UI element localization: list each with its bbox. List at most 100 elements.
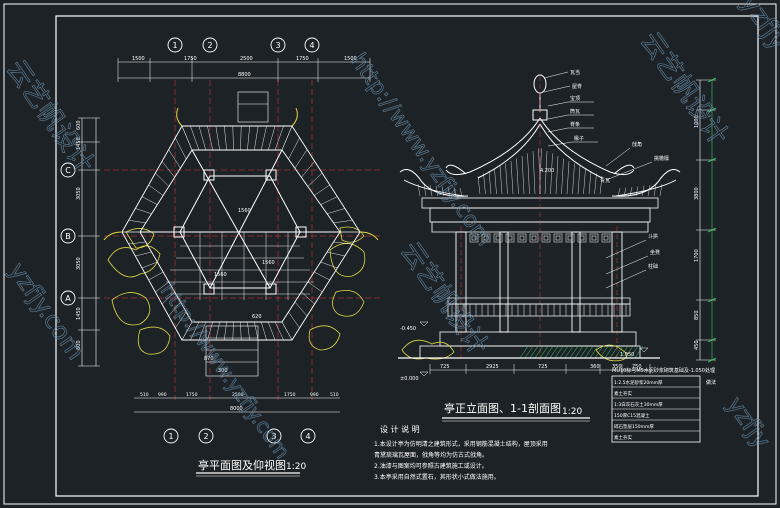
plan-dim-bottom-2-value: 8000 bbox=[230, 406, 243, 412]
elevation-level-mark: ±0.000 bbox=[400, 376, 419, 382]
notes-item: 2.油漆与图案均可参照古建筑施工或设计。 bbox=[374, 462, 488, 470]
watermark-short-right: yzfjy bbox=[734, 0, 780, 56]
watermark-brand-right: 云艺帆设计 bbox=[634, 27, 733, 151]
plan-dim-bottom-1-value: 990 bbox=[158, 392, 167, 398]
legend-row-text: 素土夯实 bbox=[614, 390, 632, 397]
watermark-layer: 云艺帆设计 http://www.yzfjy.com 云艺帆设计 云艺帆设计 y… bbox=[0, 0, 780, 463]
elevation-dim-bottom-value: 2925 bbox=[486, 364, 499, 370]
plan-label: 300 bbox=[218, 368, 228, 374]
plan-axis-top-2-label: 2 bbox=[207, 41, 212, 50]
plan-axis-letter-C-circle bbox=[60, 162, 76, 178]
plan-dim-bottom-1-value: 1750 bbox=[186, 392, 198, 398]
elevation-callout: 宝顶 bbox=[570, 95, 580, 102]
plan-axis-bottom-4-label: 4 bbox=[305, 432, 310, 441]
plan-axis-bottom-1-label: 1 bbox=[168, 432, 173, 441]
plan-axis-letter-C-label: C bbox=[65, 166, 71, 175]
watermark-url-center: http://www.yzfjy.com bbox=[345, 49, 497, 251]
plan-dim-left-value: 600 bbox=[76, 340, 82, 350]
elevation-callout: 椽子 bbox=[574, 135, 584, 142]
watermark-brand-mid: 云艺帆设计 bbox=[394, 237, 493, 361]
elevation-level-mark: -0.450 bbox=[400, 326, 416, 332]
elevation-dim-right-value: 450 bbox=[694, 340, 700, 350]
plan-axis-top-4-circle bbox=[304, 37, 320, 53]
plan-axis-top-1-circle bbox=[167, 37, 183, 53]
plan-dim-top-1-value: 1500 bbox=[132, 56, 145, 62]
notes-heading: 设 计 说 明 bbox=[380, 424, 420, 434]
plan-dim-bottom-1-value: 510 bbox=[330, 392, 339, 398]
outer-frame bbox=[3, 3, 777, 505]
elevation-dim-bottom-value: 360 bbox=[590, 364, 600, 370]
plan-dim-top-1-value: 1750 bbox=[184, 56, 197, 62]
watermark-short-bottom: yzfjy bbox=[721, 391, 776, 453]
plan-label: 620 bbox=[252, 314, 262, 320]
plan-axis-bottom-2-label: 2 bbox=[203, 432, 208, 441]
elevation-side-note: MU10标号M5水泥砂浆砌筑基础及-1.050处理 bbox=[612, 367, 715, 374]
plan-dim-top-1-value: 2500 bbox=[240, 56, 253, 62]
elevation-callout-extra: 青瓦 bbox=[600, 177, 610, 184]
plan-label: 1560 bbox=[238, 208, 251, 214]
plan-dim-left-value: 3050 bbox=[76, 257, 82, 270]
legend-row-text: 150厚C15混凝土 bbox=[614, 412, 650, 419]
elevation-dim-right-value: 3800 bbox=[694, 187, 700, 200]
plan-dim-top-2-value: 8800 bbox=[238, 72, 251, 78]
elevation-callout-top: 4.200 bbox=[540, 168, 554, 174]
plan-label: 1560 bbox=[214, 272, 227, 278]
plan-dim-bottom-1-value: 510 bbox=[140, 392, 149, 398]
elevation-dim-bottom-value: 350 bbox=[612, 364, 622, 370]
elevation-scale: 1:20 bbox=[562, 407, 582, 417]
notes-item: 青黛琉璃瓦屋面，戗角等均为仿古式戗角。 bbox=[374, 451, 488, 459]
elevation-dim-bottom-value: 725 bbox=[440, 364, 450, 370]
elevation-dim-right-value: 1000 bbox=[694, 115, 700, 128]
plan-axis-letter-A-circle bbox=[60, 290, 76, 306]
plan-dim-bottom-1-value: 990 bbox=[310, 392, 319, 398]
plan-axis-top-1-label: 1 bbox=[172, 41, 177, 50]
watermark-brand-left: 云艺帆设计 bbox=[0, 55, 99, 179]
elevation-dim-right-value: 850 bbox=[694, 310, 700, 320]
plan-dim-left-value: 1450 bbox=[76, 307, 82, 320]
plan-dim-left-value: 1450 bbox=[76, 137, 82, 150]
elevation-callout-right: 柱础 bbox=[648, 263, 658, 270]
plan-axis-bottom-3-circle bbox=[266, 428, 282, 444]
notes-item: 3.本亭采用自然式置石，其形状小式做法施用。 bbox=[374, 473, 500, 481]
plan-dim-top-1-value: 1500 bbox=[344, 56, 357, 62]
plan-axis-bottom-1-circle bbox=[163, 428, 179, 444]
plan-label: 870 bbox=[204, 356, 214, 362]
plan-axis-bottom-4-circle bbox=[300, 428, 316, 444]
legend-label: 做法 bbox=[706, 379, 716, 386]
elevation-callout-right: 斗拱 bbox=[648, 233, 658, 240]
plan-dim-left-value: 3050 bbox=[76, 187, 82, 200]
plan-title: 亭平面图及仰视图 bbox=[198, 458, 286, 472]
plan-axis-top-2-circle bbox=[202, 37, 218, 53]
plan-dim-top-1-value: 1750 bbox=[296, 56, 309, 62]
plan-dim-left-value: 600 bbox=[76, 120, 82, 130]
legend-row-text: 素土夯实 bbox=[614, 434, 632, 441]
elevation-dim-bottom-value: 725 bbox=[538, 364, 548, 370]
inner-frame bbox=[55, 15, 759, 497]
plan-axis-top-4-label: 4 bbox=[309, 41, 314, 50]
watermark-url-bottom: http://www.yzfjy.com bbox=[156, 279, 295, 463]
elevation-dim-bottom-value: 750 bbox=[632, 364, 642, 370]
plan-dim-bottom-1-value: 1750 bbox=[284, 392, 296, 398]
plan-axis-letter-A-label: A bbox=[65, 294, 71, 303]
notes-item: 1.本设计亭为仿明清之建筑形式，采用钢筋混凝土结构，屋顶采用 bbox=[374, 440, 548, 448]
elevation-dim-right-value: 1700 bbox=[694, 249, 700, 262]
elevation-level-mark: 1.050 bbox=[620, 352, 634, 358]
plan-label: 1560 bbox=[262, 260, 275, 266]
elevation-title: 亭正立面图、1-1剖面图 bbox=[444, 401, 561, 415]
elevation-callout-right: 坐凳 bbox=[650, 249, 660, 256]
plan-axis-top-3-label: 3 bbox=[275, 41, 280, 50]
design-notes: 设 计 说 明 1.本设计亭为仿明清之建筑形式，采用钢筋混凝土结构，屋顶采用 青… bbox=[374, 424, 548, 481]
legend-row-text: 1:2.5水泥砂浆20mm厚 bbox=[614, 379, 663, 386]
plan-axis-letter-B-label: B bbox=[65, 232, 71, 241]
plan-axis-letter-B-circle bbox=[60, 228, 76, 244]
plan-view: 1 2 3 4 1500 1750 2500 1750 1500 8800 600 1450 305… bbox=[60, 37, 380, 477]
plan-axis-bottom-2-circle bbox=[198, 428, 214, 444]
plan-axis-bottom-3-label: 3 bbox=[271, 432, 276, 441]
elevation-callout: 筒瓦 bbox=[570, 108, 580, 115]
elevation-callout-right: 戗角 bbox=[632, 141, 642, 148]
elevation-callout: 脊条 bbox=[570, 121, 580, 128]
elevation-callout-right: 挑檐檩 bbox=[654, 155, 669, 162]
legend-row-text: 碎石垫层150mm厚 bbox=[614, 423, 654, 430]
